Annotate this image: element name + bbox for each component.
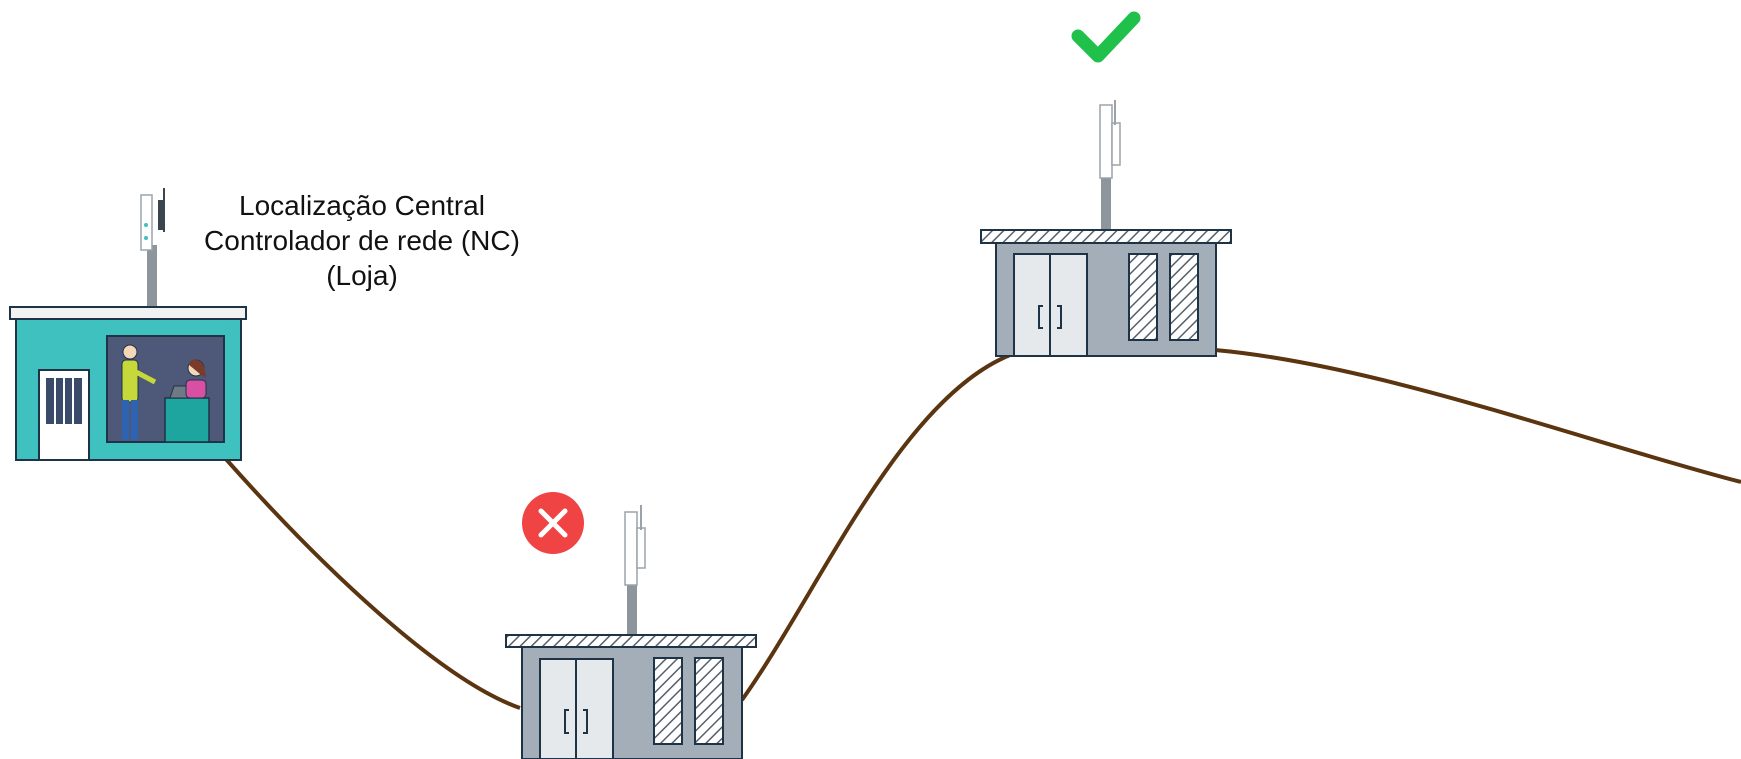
check-icon [1078,18,1134,56]
blocked-site-antenna [625,505,645,635]
blocked-site-door [540,659,613,759]
clear-site-antenna [1100,100,1120,230]
clear-site-door [1014,254,1087,356]
central-location-title: Localização Central [172,188,552,223]
store-label: (Loja) [172,258,552,293]
store-antenna [141,188,165,307]
central-location-label: Localização Central Controlador de rede … [172,188,552,293]
store-door [39,370,89,460]
x-icon [522,492,584,554]
clear-site-building [981,100,1231,356]
terrain-line [225,350,1741,708]
store-window [107,336,224,442]
network-controller-label: Controlador de rede (NC) [172,223,552,258]
